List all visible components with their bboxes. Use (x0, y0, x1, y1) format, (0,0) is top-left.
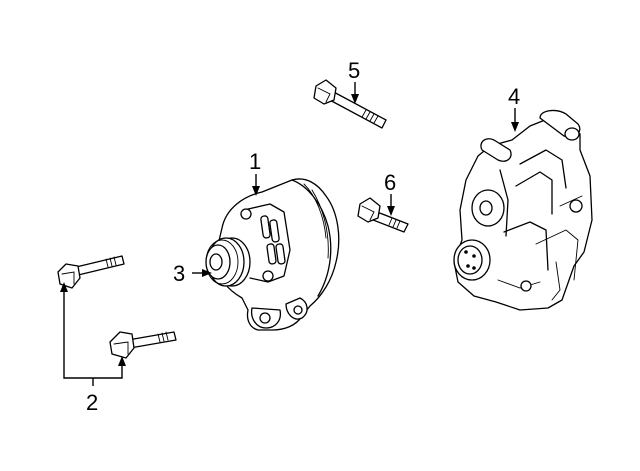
callout-4: 4 (508, 84, 520, 109)
alternator-bracket (453, 109, 593, 311)
bolt-2-upper (57, 255, 125, 289)
bolt-2-lower (109, 331, 177, 359)
callout-2: 2 (86, 390, 98, 415)
bolt-5 (313, 79, 387, 129)
callout-5: 5 (348, 58, 360, 83)
bolt-6 (357, 197, 409, 233)
alternator (205, 178, 340, 331)
pulley (205, 237, 251, 287)
callout-3: 3 (173, 261, 185, 286)
leader-lines (60, 82, 519, 386)
callout-1: 1 (249, 149, 261, 174)
callout-6: 6 (384, 170, 396, 195)
